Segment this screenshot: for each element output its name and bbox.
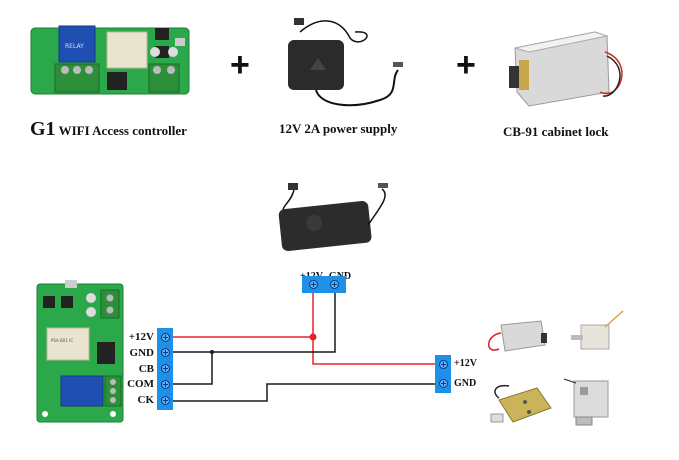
controller-title: WIFI Access controller bbox=[58, 123, 187, 138]
screw-icon bbox=[161, 396, 170, 405]
controller-model: G1 bbox=[30, 118, 56, 140]
lock-terminal-label-12v: +12V bbox=[454, 358, 477, 369]
controller-terminal-label-12v: +12V bbox=[128, 331, 154, 343]
plus-sign: + bbox=[456, 46, 476, 84]
lock-variant-1-image bbox=[488, 320, 547, 352]
svg-text:PSA B01 IC: PSA B01 IC bbox=[51, 338, 73, 343]
power-supply-diagram-image bbox=[278, 183, 388, 251]
lock-variant-3-image bbox=[490, 384, 552, 423]
controller-caption: G1 WIFI Access controller bbox=[30, 118, 187, 141]
screw-icon bbox=[330, 280, 339, 289]
screw-icon bbox=[161, 333, 170, 342]
wire-ground-com bbox=[172, 352, 213, 385]
lock-terminal-label-gnd: GND bbox=[454, 378, 477, 389]
controller-terminal-block bbox=[157, 328, 173, 410]
svg-text:RELAY: RELAY bbox=[65, 43, 84, 50]
screw-icon bbox=[309, 280, 318, 289]
ground-junction bbox=[210, 350, 214, 354]
cabinet-lock-image bbox=[509, 31, 623, 107]
controller-terminal-label-gnd: GND bbox=[129, 346, 154, 359]
controller-terminal-label-com: COM bbox=[127, 378, 154, 391]
wire-ck-lock bbox=[172, 383, 442, 402]
screw-icon bbox=[161, 348, 170, 357]
wire-positive-supply bbox=[312, 291, 442, 365]
power-caption: 12V 2A power supply bbox=[279, 121, 398, 136]
positive-junction bbox=[309, 333, 317, 341]
screw-icon bbox=[439, 360, 448, 369]
screw-icon bbox=[439, 379, 448, 388]
controller-terminal-label-ck: CK bbox=[137, 394, 155, 407]
controller-terminal-labels: +12V GND CB COM CK bbox=[118, 330, 154, 409]
controller-board-image: RELAY bbox=[30, 25, 190, 95]
controller-terminal-label-cb: CB bbox=[138, 362, 154, 375]
lock-terminal-block bbox=[435, 355, 451, 393]
screw-icon bbox=[161, 380, 170, 389]
plus-sign: + bbox=[230, 46, 250, 84]
screw-icon bbox=[161, 364, 170, 373]
lock-caption: CB-91 cabinet lock bbox=[503, 124, 609, 139]
lock-variant-2-image bbox=[571, 310, 624, 350]
controller-board-diagram-image: PSA B01 IC bbox=[36, 280, 124, 423]
wire-ground-supply bbox=[172, 291, 336, 353]
power-supply-image bbox=[288, 18, 403, 107]
power-terminal-block bbox=[302, 276, 346, 293]
lock-variant-4-image bbox=[563, 378, 609, 426]
